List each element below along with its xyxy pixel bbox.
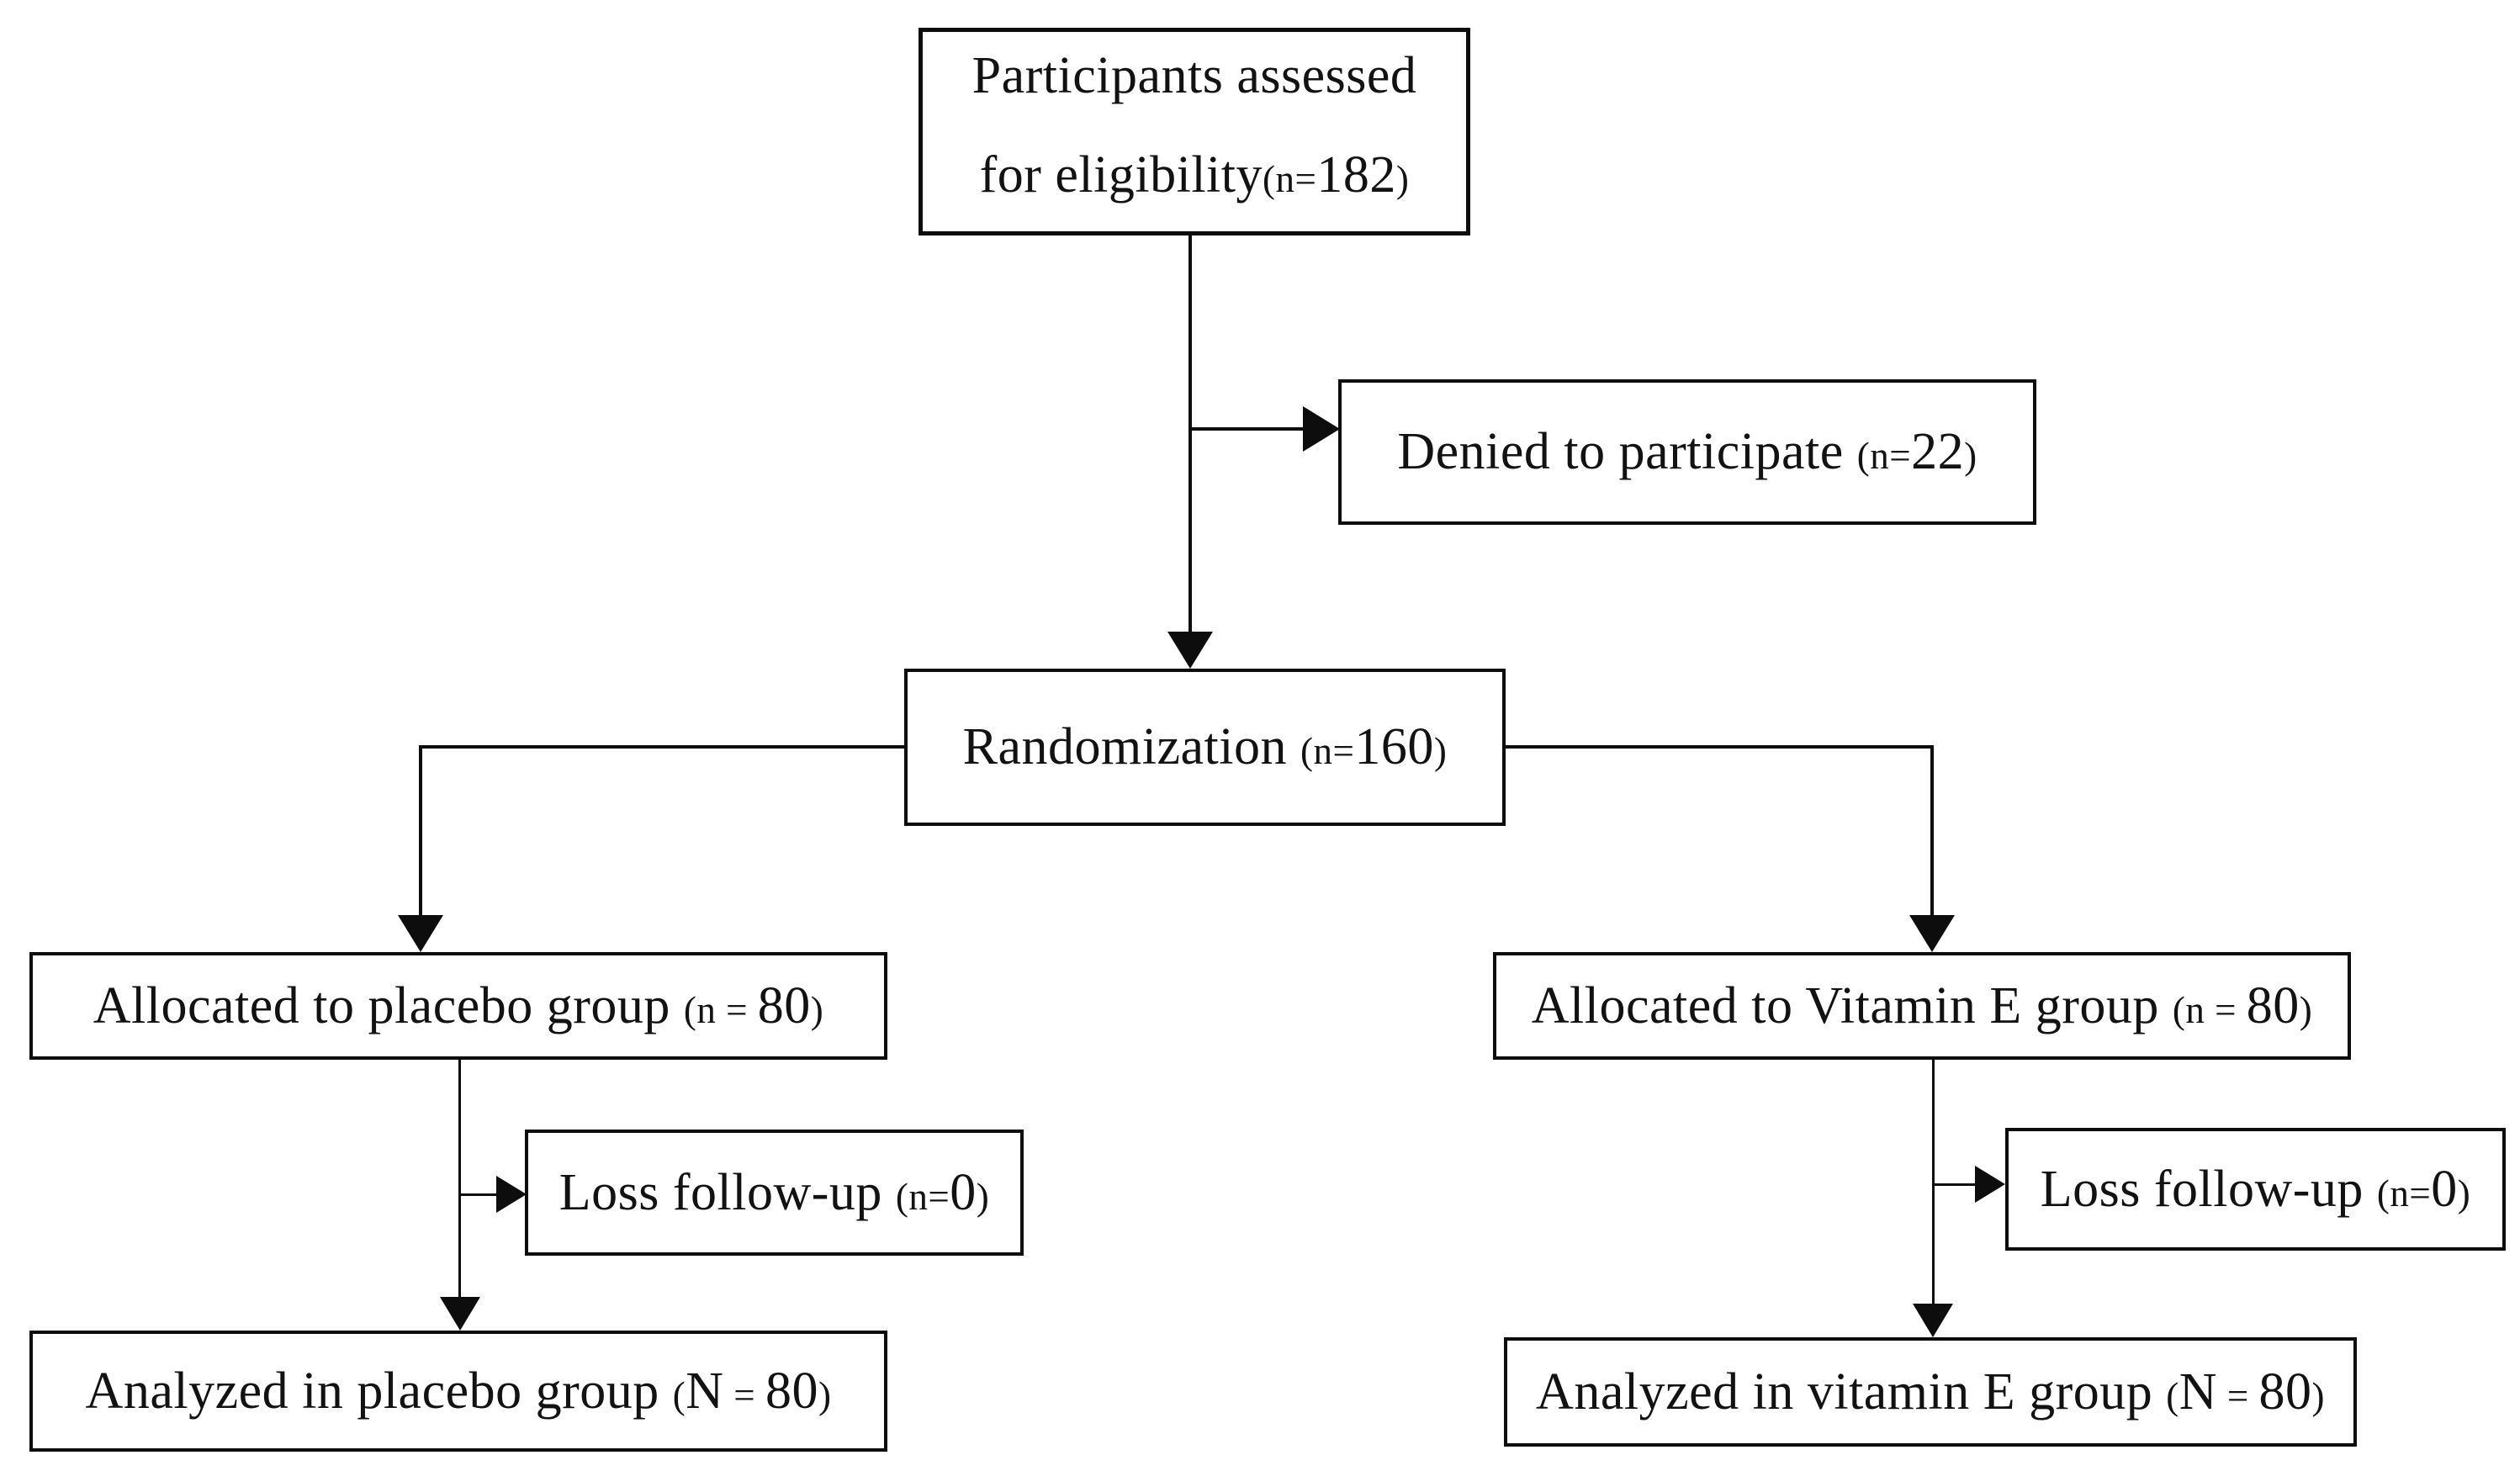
loss-left-text: Loss follow-up (559, 1163, 896, 1221)
arrow-right-icon (1303, 406, 1340, 452)
node-allocated-placebo-label: Allocated to placebo group (n = 80) (33, 976, 884, 1036)
connector-vitamin-e-to-loss (1934, 1183, 1976, 1186)
node-analyzed-vitamin-e-label: Analyzed in vitamin E group (N = 80) (1507, 1363, 2353, 1422)
alloc-placebo-text: Allocated to placebo group (93, 976, 684, 1034)
connector-placebo-to-loss (460, 1193, 498, 1196)
eligibility-n-open: (n= (1263, 157, 1317, 200)
node-allocated-placebo: Allocated to placebo group (n = 80) (29, 952, 887, 1060)
analyzed-vitamin-e-n-close: ) (2311, 1374, 2325, 1417)
alloc-placebo-n-value: 80 (757, 976, 811, 1034)
alloc-placebo-n-open: (n = (683, 988, 758, 1031)
arrow-down-icon (1167, 632, 1213, 669)
eligibility-line1: Participants assessed (971, 46, 1417, 104)
arrow-right-icon (1975, 1166, 2005, 1203)
node-denied-label: Denied to participate (n=22) (1342, 422, 2033, 482)
node-analyzed-placebo: Analyzed in placebo group (N = 80) (29, 1331, 887, 1452)
loss-left-n-close: ) (976, 1175, 990, 1218)
analyzed-placebo-text: Analyzed in placebo group (85, 1362, 673, 1420)
denied-n-close: ) (1964, 435, 1977, 477)
analyzed-placebo-n-value: 80 (765, 1362, 818, 1420)
arrow-down-icon (398, 915, 443, 952)
loss-left-n-value: 0 (950, 1163, 977, 1221)
arrow-down-icon (440, 1297, 480, 1331)
loss-left-n-open: (n= (895, 1175, 950, 1218)
connector-eligibility-to-denied (1189, 427, 1303, 431)
analyzed-placebo-n-open: ( (672, 1373, 686, 1416)
loss-right-n-open: (n= (2376, 1172, 2432, 1214)
node-loss-followup-left-label: Loss follow-up (n=0) (528, 1163, 1020, 1223)
node-randomization-label: Randomization (n=160) (908, 717, 1502, 777)
denied-text: Denied to participate (1397, 423, 1857, 480)
analyzed-vitamin-e-text: Analyzed in vitamin E group (1536, 1363, 2167, 1421)
node-eligibility-label: Participants assessed for eligibility(n=1… (923, 33, 1466, 231)
node-eligibility: Participants assessed for eligibility(n=1… (919, 28, 1470, 235)
connector-randomization-to-placebo-h (421, 745, 904, 749)
eligibility-line2: for eligibility (979, 146, 1263, 204)
denied-n-value: 22 (1911, 423, 1965, 480)
node-loss-followup-left: Loss follow-up (n=0) (525, 1130, 1024, 1256)
randomization-n-open: (n= (1300, 730, 1355, 772)
eligibility-n-value: 182 (1316, 146, 1396, 204)
analyzed-placebo-n-letter: N (686, 1362, 724, 1420)
node-loss-followup-right-label: Loss follow-up (n=0) (2009, 1160, 2502, 1220)
node-allocated-vitamin-e-label: Allocated to Vitamin E group (n = 80) (1496, 976, 2348, 1036)
alloc-vitamin-e-text: Allocated to Vitamin E group (1531, 976, 2173, 1034)
alloc-placebo-n-close: ) (810, 988, 824, 1031)
connector-randomization-to-vitamin-e-v (1930, 745, 1934, 917)
analyzed-vitamin-e-n-letter: N (2179, 1363, 2218, 1421)
alloc-vitamin-e-n-open: (n = (2172, 988, 2247, 1031)
node-analyzed-placebo-label: Analyzed in placebo group (N = 80) (33, 1362, 884, 1421)
connector-vitamin-e-to-analyzed (1932, 1060, 1935, 1304)
node-randomization: Randomization (n=160) (904, 669, 1506, 826)
randomization-n-value: 160 (1354, 718, 1434, 775)
eligibility-n-close: ) (1395, 157, 1410, 200)
node-denied: Denied to participate (n=22) (1338, 379, 2036, 525)
analyzed-placebo-n-close: ) (818, 1373, 832, 1416)
node-loss-followup-right: Loss follow-up (n=0) (2005, 1128, 2506, 1251)
loss-right-n-close: ) (2457, 1172, 2471, 1214)
alloc-vitamin-e-n-close: ) (2299, 988, 2313, 1031)
arrow-down-icon (1909, 915, 1955, 952)
node-analyzed-vitamin-e: Analyzed in vitamin E group (N = 80) (1504, 1337, 2357, 1447)
alloc-vitamin-e-n-value: 80 (2246, 976, 2300, 1034)
analyzed-placebo-n-eq: = (723, 1373, 765, 1416)
connector-placebo-to-analyzed (458, 1060, 461, 1300)
connector-eligibility-to-randomization (1189, 235, 1192, 635)
analyzed-vitamin-e-n-open: ( (2166, 1374, 2179, 1417)
loss-right-n-value: 0 (2431, 1160, 2458, 1218)
node-allocated-vitamin-e: Allocated to Vitamin E group (n = 80) (1493, 952, 2351, 1060)
denied-n-open: (n= (1856, 435, 1912, 477)
randomization-text: Randomization (962, 718, 1300, 775)
randomization-n-close: ) (1433, 730, 1448, 772)
analyzed-vitamin-e-n-value: 80 (2258, 1363, 2312, 1421)
arrow-right-icon (496, 1176, 527, 1213)
arrow-down-icon (1913, 1304, 1953, 1337)
analyzed-vitamin-e-n-eq: = (2217, 1374, 2259, 1417)
connector-randomization-to-placebo-v (419, 745, 422, 917)
loss-right-text: Loss follow-up (2040, 1160, 2377, 1218)
connector-randomization-to-vitamin-e-h (1506, 745, 1932, 749)
